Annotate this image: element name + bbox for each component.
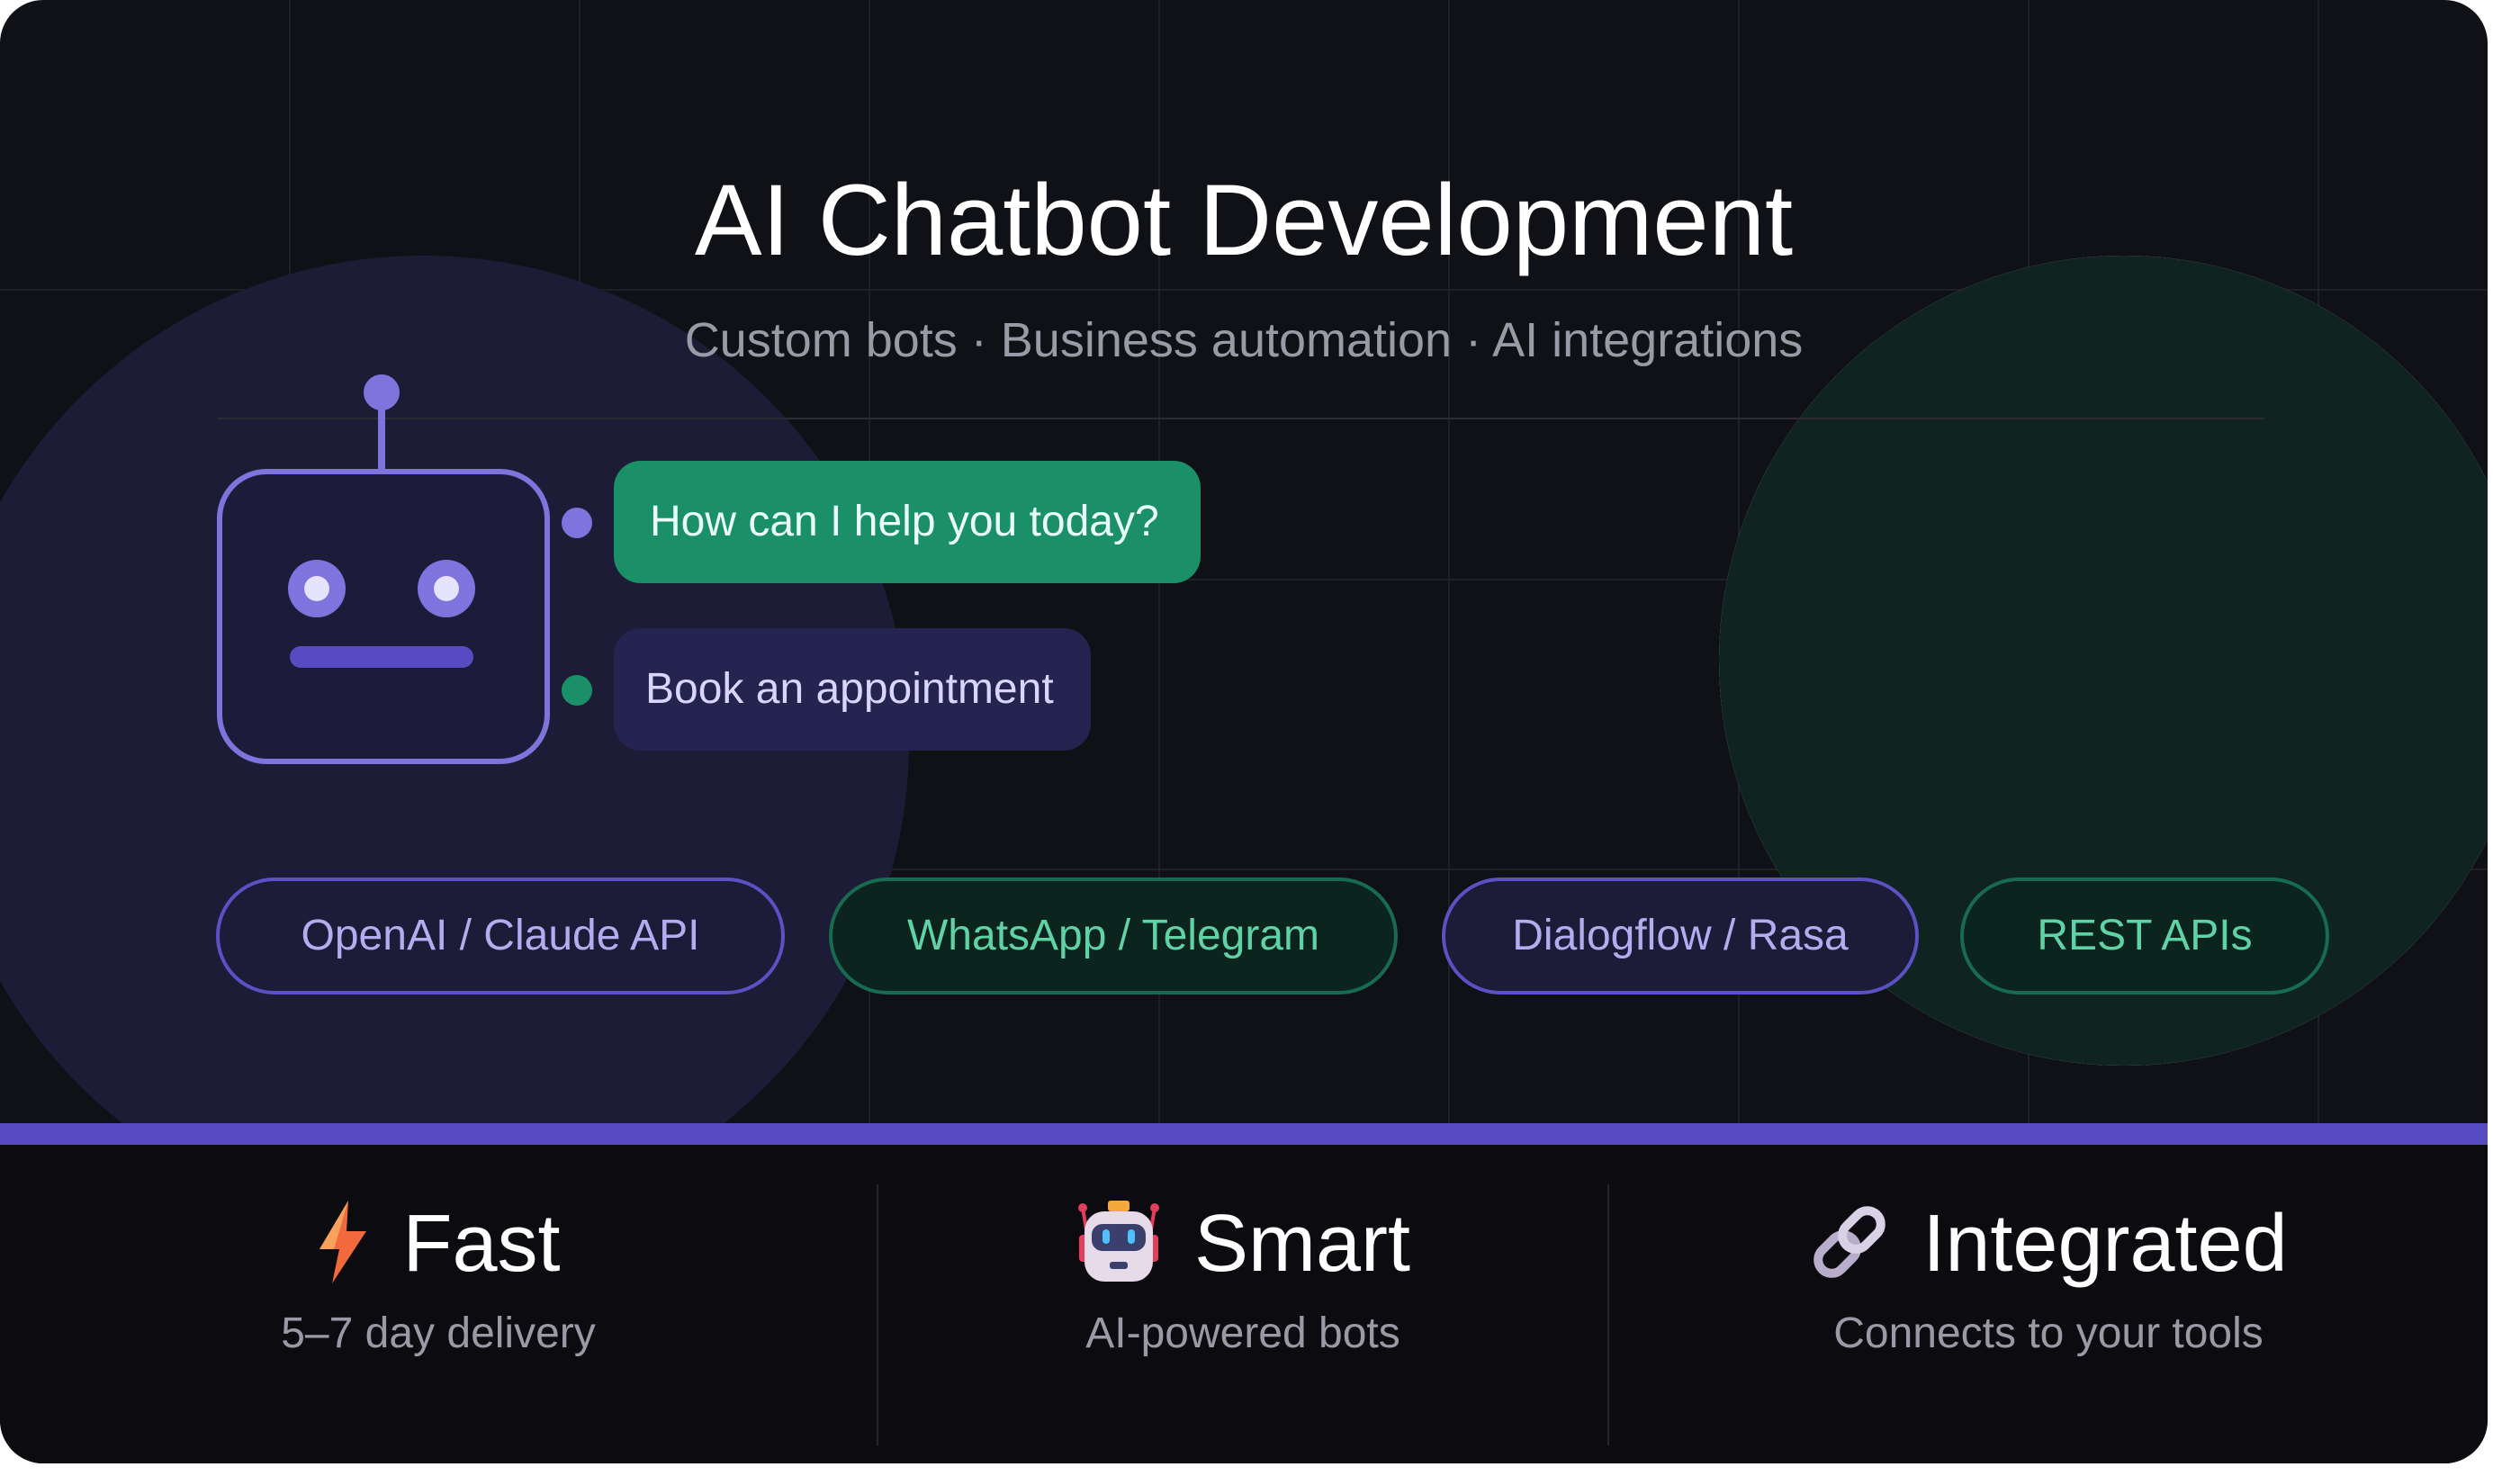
link-icon [1809,1202,1890,1287]
robot-icon [1076,1199,1162,1290]
tag-openai-claude: OpenAI / Claude API [216,878,785,994]
feature-title: Fast [402,1199,561,1289]
footer-divider [1607,1184,1609,1445]
bot-message-dot [562,508,592,538]
features-footer: Fast 5–7 day delivery [0,1145,2488,1463]
tag-whatsapp-telegram: WhatsApp / Telegram [829,878,1398,994]
robot-icon [217,374,550,764]
page-title: AI Chatbot Development [694,164,1794,276]
page-subtitle: Custom bots · Business automation · AI i… [684,313,1804,367]
feature-title: Smart [1193,1199,1411,1289]
feature-title: Integrated [1922,1199,2288,1289]
user-message-bubble: Book an appointment [614,628,1091,751]
accent-bar [0,1123,2488,1145]
feature-subtitle: 5–7 day delivery [281,1310,596,1357]
hero-card: AI Chatbot Development Custom bots · Bus… [0,0,2488,1463]
bot-message-bubble: How can I help you today? [614,461,1201,583]
feature-integrated: Integrated Connects to your tools [1609,1190,2488,1451]
feature-subtitle: Connects to your tools [1833,1310,2264,1357]
footer-divider [877,1184,878,1445]
lightning-icon [316,1199,370,1290]
feature-smart: Smart AI-powered bots [878,1190,1607,1451]
feature-subtitle: AI-powered bots [1085,1310,1400,1357]
user-message-dot [562,675,592,706]
feature-fast: Fast 5–7 day delivery [0,1190,877,1451]
tag-dialogflow-rasa: Dialogflow / Rasa [1442,878,1919,994]
tag-rest-apis: REST APIs [1960,878,2329,994]
header-divider [218,418,2264,419]
